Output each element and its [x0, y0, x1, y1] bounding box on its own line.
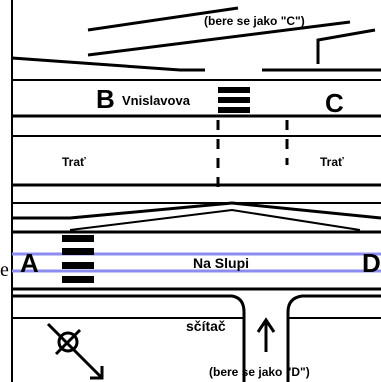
crosswalk-b-stripe [218, 97, 250, 103]
street-vnislavova-label: Vnislavova [122, 93, 191, 108]
top-right-bracket [316, 28, 376, 64]
street-na-slupi-label: Na Slupi [193, 255, 249, 271]
rail-label-left: Trať [62, 155, 86, 169]
point-b-label: B [96, 84, 115, 114]
crosswalk-a-stripe [62, 235, 94, 242]
crosswalk-a-stripe [62, 262, 94, 269]
rail-label-right: Trať [320, 155, 344, 169]
top-slant-line-2 [87, 20, 351, 57]
crosswalk-b-stripe [218, 87, 250, 93]
note-bottom-label: (bere se jako "D") [209, 365, 310, 379]
point-a-label: A [20, 248, 39, 278]
point-d-label: D [362, 248, 381, 278]
funnel-outline [12, 201, 381, 220]
side-road-left-curb [12, 294, 246, 382]
top-slant-line-1 [87, 6, 239, 32]
counter-label: sčítač [186, 318, 226, 334]
edge-glyph: e [0, 259, 9, 281]
road-b-upper-edge [11, 56, 205, 72]
up-arrow-icon [256, 317, 276, 352]
funnel-inner-line [69, 208, 361, 231]
crosswalk-a-stripe [62, 248, 94, 255]
side-road-right-curb [286, 294, 381, 382]
note-top-label: (bere se jako "C") [204, 14, 305, 28]
point-c-label: C [325, 88, 344, 118]
no-turn-prohibition-icon [46, 322, 104, 380]
crosswalk-b-stripe [218, 107, 250, 113]
crosswalk-a-stripe [62, 276, 94, 283]
